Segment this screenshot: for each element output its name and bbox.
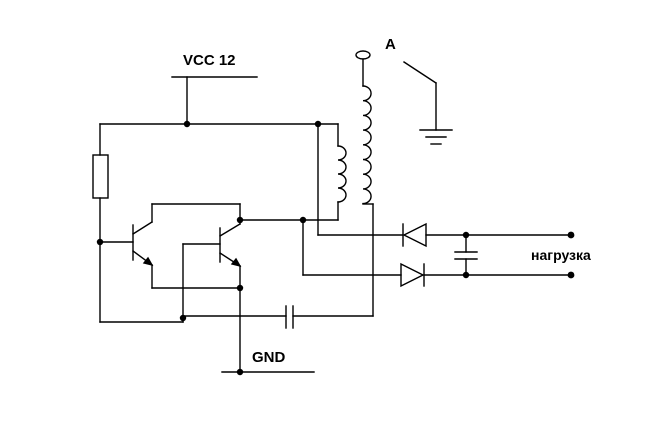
load-terminal-top: [567, 231, 575, 239]
earth-ground-symbol: [403, 61, 453, 145]
diode-upper: [317, 222, 572, 248]
vcc-label: VCC 12: [183, 52, 236, 69]
gnd-label: GND: [252, 349, 286, 366]
capacitor-output: [454, 234, 478, 276]
load-terminal-bottom: [567, 271, 575, 279]
transistor-left: [99, 203, 241, 289]
primary-coil: [302, 123, 347, 236]
secondary-coil: [355, 50, 374, 317]
resistor: [92, 123, 109, 323]
transistor-right: [182, 203, 242, 289]
antenna-label: A: [385, 36, 396, 53]
diode-lower: [302, 219, 572, 288]
vcc-rail: [99, 76, 319, 125]
load-label: нагрузка: [531, 247, 591, 263]
junction-dots: [96, 120, 470, 376]
load-terminals: [567, 231, 575, 279]
capacitor-bottom: [182, 305, 374, 329]
